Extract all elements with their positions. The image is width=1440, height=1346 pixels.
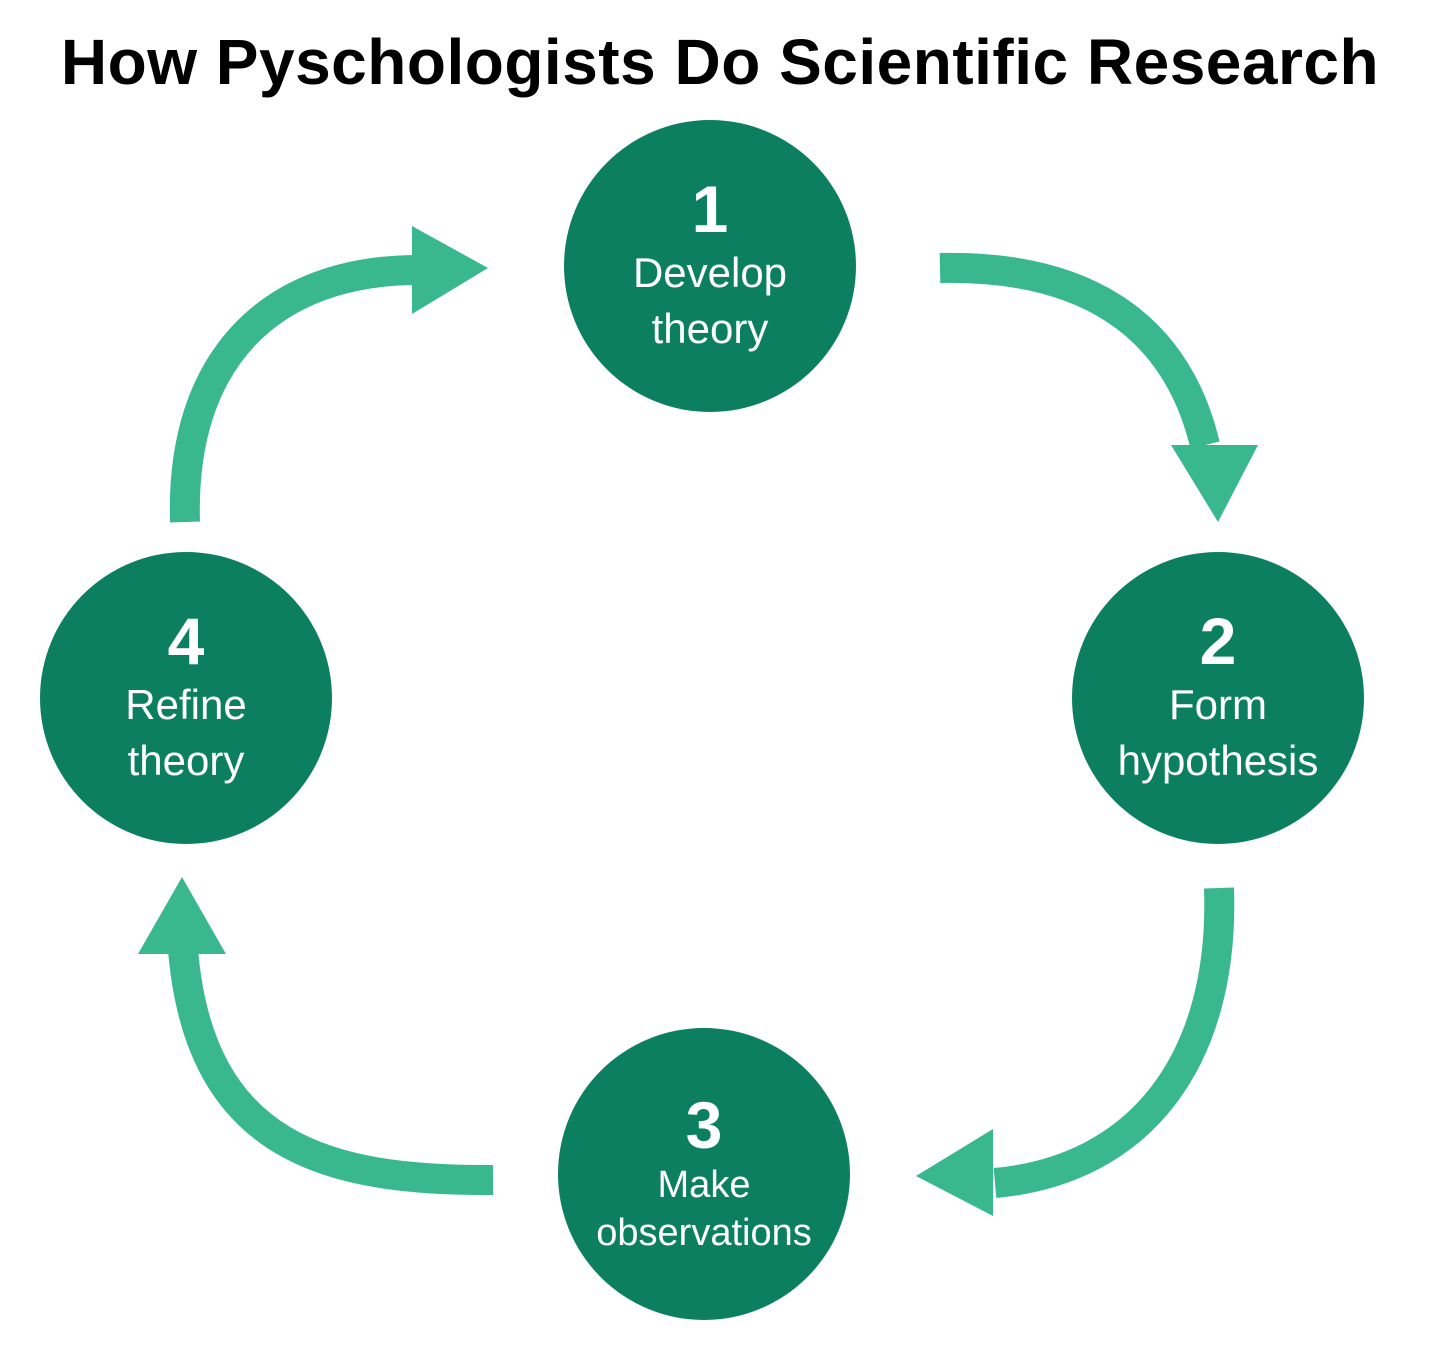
step-1-label-line2: theory: [651, 305, 769, 352]
arrow-3-to-4-shaft: [168, 948, 494, 1196]
arrow-4-to-1-head: [412, 226, 488, 314]
arrow-3-to-4-head: [138, 877, 226, 954]
diagram-title: How Pyschologists Do Scientific Research: [60, 26, 1380, 98]
step-2-circle: 2 Form hypothesis: [1072, 552, 1364, 844]
step-3-label-line2: observations: [596, 1212, 812, 1254]
step-4-label-line2: theory: [127, 737, 245, 784]
step-4-number: 4: [167, 604, 205, 678]
arrow-2-to-3-shaft: [993, 887, 1235, 1198]
step-3-number: 3: [685, 1088, 723, 1162]
step-4-circle: 4 Refine theory: [40, 552, 332, 844]
arrow-1-to-2-head: [1171, 445, 1258, 522]
step-1-label-line1: Develop: [632, 249, 788, 296]
step-2-label-line1: Form: [1169, 681, 1267, 728]
step-1-number: 1: [691, 172, 729, 246]
step-4-label-line1: Refine: [125, 681, 247, 728]
step-3-circle: 3 Make observations: [558, 1028, 850, 1320]
step-3-label-line1: Make: [657, 1164, 751, 1206]
step-2-label-line2: hypothesis: [1117, 737, 1319, 784]
arrow-2-to-3-head: [916, 1129, 993, 1216]
arrow-4-to-1-shaft: [169, 255, 419, 523]
arrow-1-to-2-shaft: [939, 252, 1220, 449]
step-2-number: 2: [1199, 604, 1237, 678]
step-1-circle: 1 Develop theory: [564, 120, 856, 412]
